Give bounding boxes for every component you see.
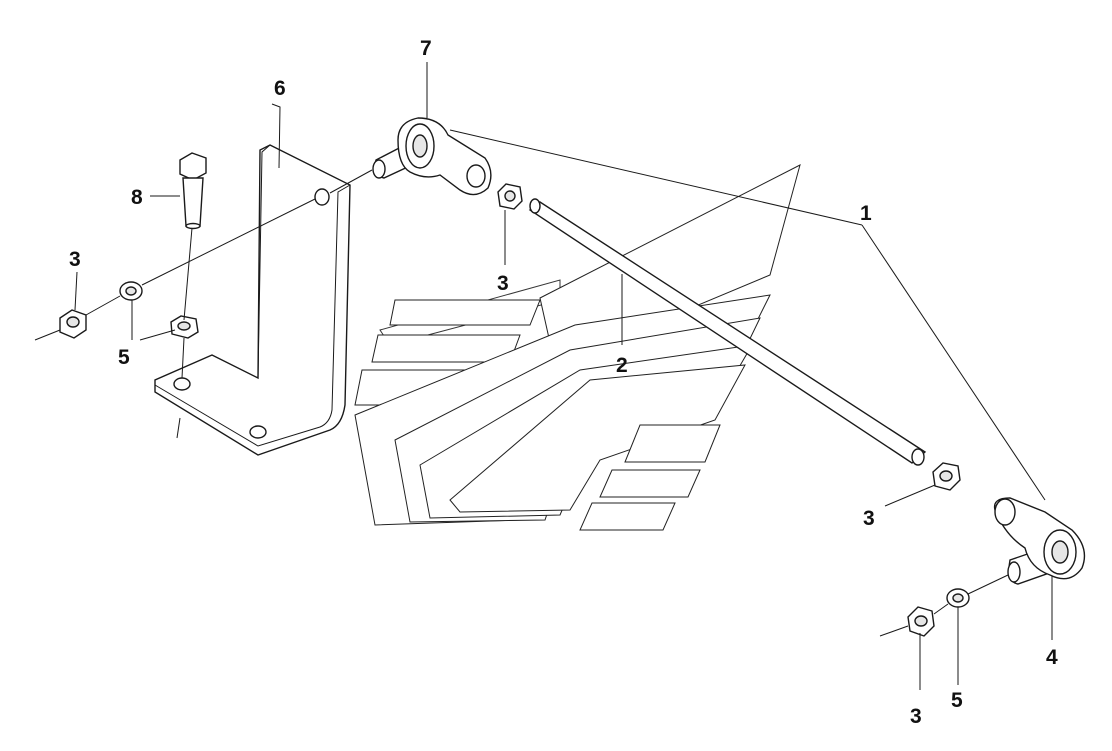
callout-7: 7	[420, 37, 432, 60]
callout-2: 2	[616, 354, 628, 377]
lower-ball-joint	[993, 497, 1086, 585]
nut-bolt	[170, 315, 199, 339]
nut-lower-right	[907, 606, 935, 637]
callout-3-upper-left: 3	[69, 248, 81, 271]
callout-3-rod-top: 3	[497, 272, 509, 295]
washer-upper-left	[119, 281, 143, 301]
nut-rod-bottom	[932, 462, 961, 491]
washer-lower-right	[946, 588, 970, 608]
callout-3-lower-right: 3	[910, 705, 922, 728]
watermark-logo	[354, 164, 801, 531]
callout-5-upper-left: 5	[118, 346, 130, 369]
callout-4: 4	[1046, 646, 1058, 669]
callout-6: 6	[274, 77, 286, 100]
bracket	[154, 144, 351, 456]
nut-upper-left	[59, 309, 87, 339]
nut-rod-top	[497, 183, 523, 210]
rod	[528, 198, 927, 466]
leader-lines	[74, 62, 1053, 690]
callout-8: 8	[131, 186, 143, 209]
callout-1: 1	[860, 202, 872, 225]
upper-ball-joint	[372, 117, 492, 196]
callouts: 1 2 3 3 3 3 4 5 5 6 7 8	[69, 37, 1058, 728]
center-lines	[34, 169, 1009, 637]
bolt	[179, 152, 207, 230]
callout-5-lower-right: 5	[951, 689, 963, 712]
callout-3-rod-bottom: 3	[863, 507, 875, 530]
